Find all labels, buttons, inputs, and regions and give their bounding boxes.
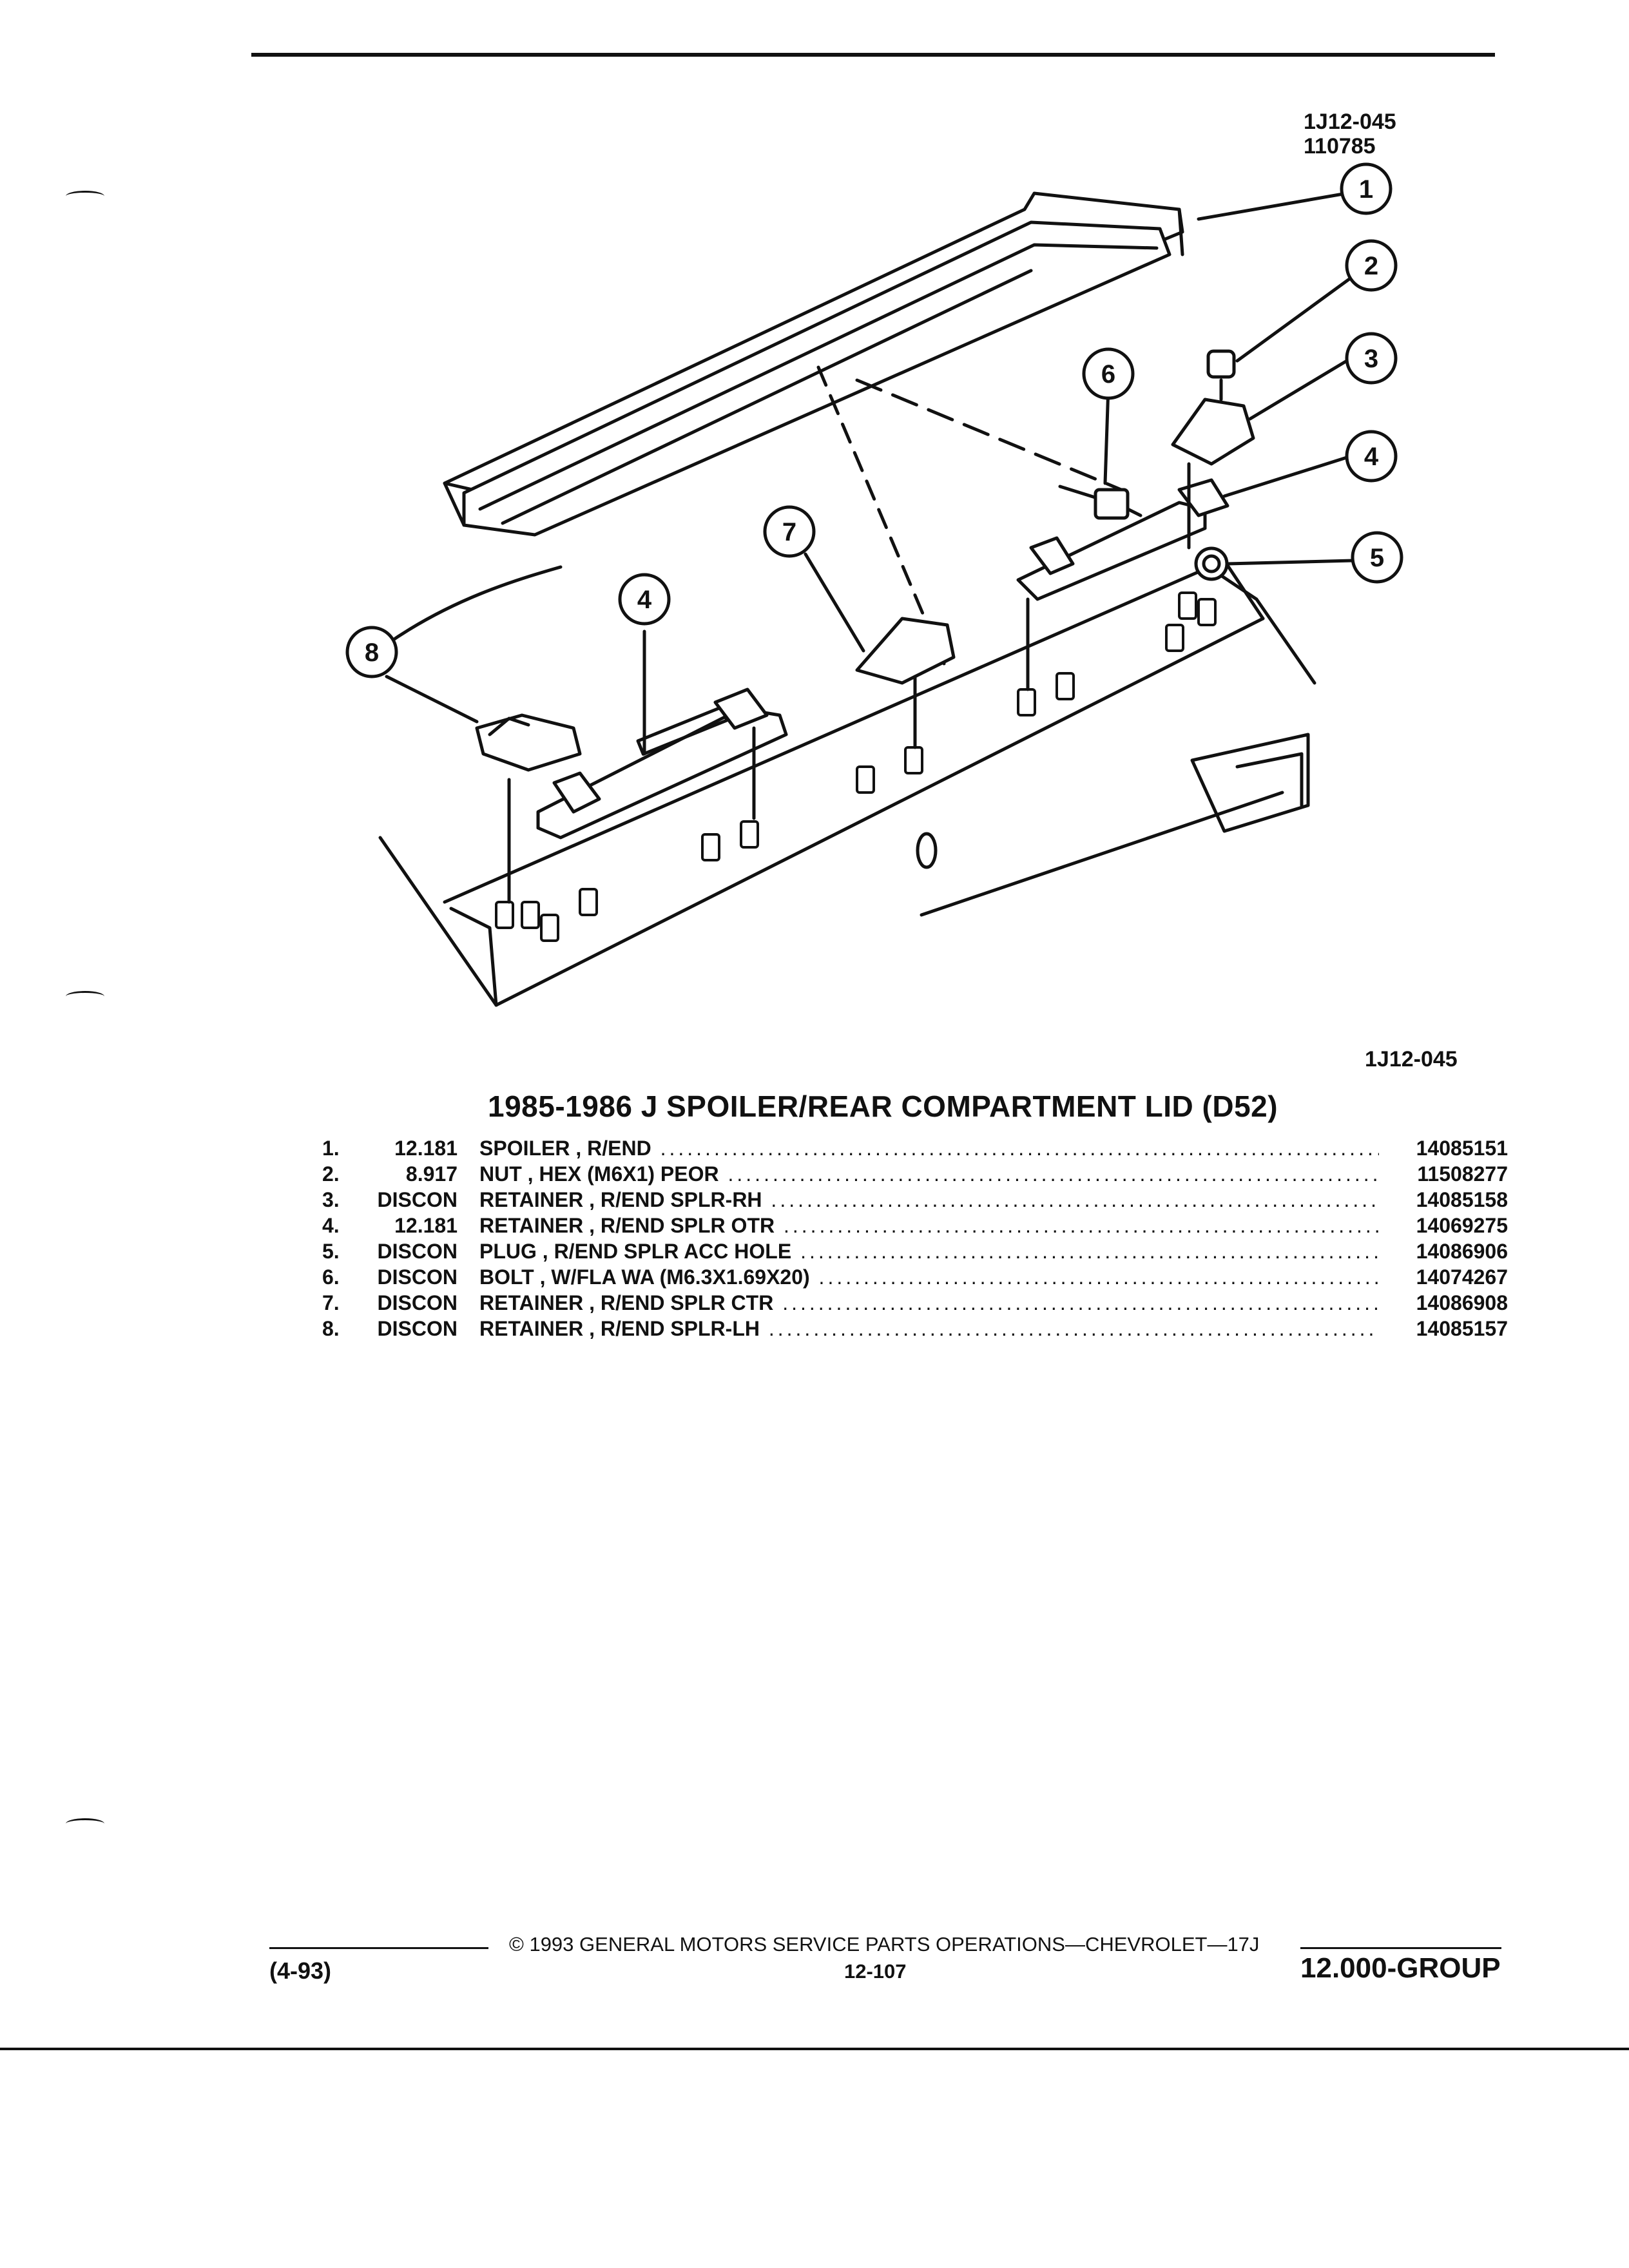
bolt-part xyxy=(1058,485,1142,520)
part-description: RETAINER , R/END SPLR-RH xyxy=(479,1188,762,1211)
callout-circle-5 xyxy=(1351,531,1403,584)
spoiler-part xyxy=(443,191,1184,537)
footer-group: 12.000-GROUP xyxy=(1300,1952,1501,1984)
callout-circle-7 xyxy=(763,505,816,558)
part-description: NUT , HEX (M6X1) PEOR xyxy=(479,1162,719,1186)
callout-circle-4-right xyxy=(1345,430,1398,483)
part-number: 14069275 xyxy=(1416,1214,1508,1237)
table-row: 7. DISCON RETAINER , R/END SPLR CTR ....… xyxy=(322,1291,1508,1314)
part-index: 5. xyxy=(322,1240,340,1263)
part-description: BOLT , W/FLA WA (M6.3X1.69X20) xyxy=(479,1265,810,1289)
part-description: SPOILER , R/END xyxy=(479,1137,651,1160)
callout-circle-1 xyxy=(1340,162,1393,215)
section-title: 1985-1986 J SPOILER/REAR COMPARTMENT LID… xyxy=(488,1090,1278,1123)
callout-label: 7 xyxy=(782,518,796,546)
table-row: 6. DISCON BOLT , W/FLA WA (M6.3X1.69X20)… xyxy=(322,1265,1508,1289)
callout-label: 3 xyxy=(1364,345,1378,373)
table-row: 4. 12.181 RETAINER , R/END SPLR OTR ....… xyxy=(322,1214,1508,1237)
nut-part xyxy=(1206,349,1236,379)
callout-circle-4-left xyxy=(618,573,671,626)
callout-circle-2 xyxy=(1345,239,1398,292)
part-description: RETAINER , R/END SPLR OTR xyxy=(479,1214,775,1237)
top-rule xyxy=(251,53,1495,57)
figure-caption-code: 1J12-045 xyxy=(1365,1047,1458,1072)
callout-label: 1 xyxy=(1359,175,1373,204)
retainer-outer-left-part xyxy=(536,687,788,840)
table-row: 5. DISCON PLUG , R/END SPLR ACC HOLE ...… xyxy=(322,1240,1508,1263)
callout-circle-6 xyxy=(1082,347,1135,400)
part-index: 6. xyxy=(322,1265,340,1289)
part-index: 4. xyxy=(322,1214,340,1237)
part-description: PLUG , R/END SPLR ACC HOLE xyxy=(479,1240,792,1263)
retainer-center-part xyxy=(855,617,956,685)
part-number: 14085151 xyxy=(1416,1137,1508,1160)
part-group: DISCON xyxy=(377,1240,458,1263)
part-group: DISCON xyxy=(377,1188,458,1211)
part-number: 14086908 xyxy=(1416,1291,1508,1314)
part-group: 8.917 xyxy=(405,1162,458,1186)
retainer-outer-right-part xyxy=(1016,478,1229,601)
callout-label: 4 xyxy=(637,586,652,614)
illustration-date: 110785 xyxy=(1304,134,1376,159)
plug-part xyxy=(1194,546,1229,581)
part-index: 2. xyxy=(322,1162,340,1186)
table-row: 1. 12.181 SPOILER , R/END ..............… xyxy=(322,1137,1508,1160)
part-number: 14085158 xyxy=(1416,1188,1508,1211)
retainer-rh-part xyxy=(1171,398,1255,466)
callout-label: 8 xyxy=(365,639,379,667)
part-index: 8. xyxy=(322,1317,340,1340)
table-row: 8. DISCON RETAINER , R/END SPLR-LH .....… xyxy=(322,1317,1508,1340)
illustration-code: 1J12-045 xyxy=(1304,110,1396,134)
part-index: 7. xyxy=(322,1291,340,1314)
table-row: 3. DISCON RETAINER , R/END SPLR-RH .....… xyxy=(322,1188,1508,1211)
part-number: 14085157 xyxy=(1416,1317,1508,1340)
part-group: 12.181 xyxy=(394,1214,458,1237)
footer-revision: (4-93) xyxy=(269,1957,332,1984)
part-index: 1. xyxy=(322,1137,340,1160)
part-group: 12.181 xyxy=(394,1137,458,1160)
footer-rule-left xyxy=(269,1947,488,1949)
bottom-rule xyxy=(0,2048,1629,2050)
callout-label: 4 xyxy=(1364,443,1379,471)
part-number: 14074267 xyxy=(1416,1265,1508,1289)
table-row: 2. 8.917 NUT , HEX (M6X1) PEOR .........… xyxy=(322,1162,1508,1186)
stud-fasteners xyxy=(495,591,1217,942)
part-group: DISCON xyxy=(377,1291,458,1314)
part-group: DISCON xyxy=(377,1265,458,1289)
footer-page-number: 12-107 xyxy=(844,1960,907,1983)
trunk-lid-panel xyxy=(378,559,1316,1007)
exploded-diagram: 1 2 3 4 5 6 7 8 4 xyxy=(345,162,1403,1007)
part-description: RETAINER , R/END SPLR CTR xyxy=(479,1291,774,1314)
part-group: DISCON xyxy=(377,1317,458,1340)
margin-mark xyxy=(66,191,104,202)
part-description: RETAINER , R/END SPLR-LH xyxy=(479,1317,760,1340)
retainer-lh-part xyxy=(475,713,582,772)
callout-circle-8 xyxy=(345,626,398,678)
callout-label: 6 xyxy=(1101,360,1115,389)
callout-label: 2 xyxy=(1364,252,1378,280)
footer-copyright: © 1993 GENERAL MOTORS SERVICE PARTS OPER… xyxy=(509,1933,1260,1956)
part-number: 11508277 xyxy=(1417,1162,1508,1186)
callout-label: 5 xyxy=(1370,544,1384,572)
callout-circle-3 xyxy=(1345,332,1398,385)
part-index: 3. xyxy=(322,1188,340,1211)
parts-list: 1. 12.181 SPOILER , R/END ..............… xyxy=(322,1135,1508,1341)
margin-mark xyxy=(66,1818,104,1829)
part-number: 14086906 xyxy=(1416,1240,1508,1263)
footer-rule-right xyxy=(1300,1947,1501,1949)
margin-mark xyxy=(66,991,104,1002)
